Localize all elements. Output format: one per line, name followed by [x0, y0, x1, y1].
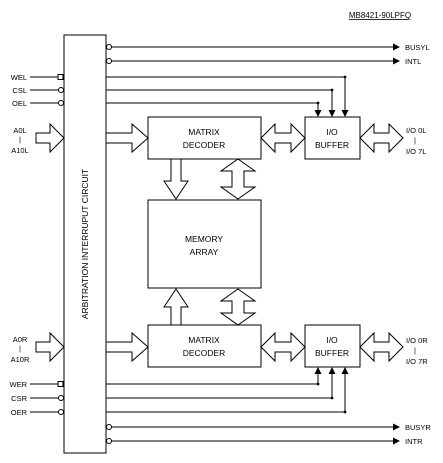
memory-array-line1: MEMORY [185, 234, 223, 244]
io-buffer-bottom-line2: BUFFER [315, 348, 349, 358]
address-right-bus-arrow [35, 331, 65, 363]
busyl-arrowhead [393, 43, 400, 51]
io-buffer-bottom-line1: I/O [326, 335, 338, 345]
intl-label: INTL [405, 57, 421, 66]
csl-junction-dot [330, 88, 334, 92]
bottom-decoder-to-memory-arrow [163, 288, 189, 326]
wel-junction-dot [343, 75, 347, 79]
top-decoder-to-memory-arrow [163, 158, 189, 200]
busyr-output-bubble [106, 424, 112, 430]
memory-array-line2: ARRAY [190, 247, 219, 257]
addr-a0r-label: A0R [13, 335, 28, 344]
matrix-decoder-bottom-line1: MATRIX [188, 335, 220, 345]
io-0r-label: I/O 0R [406, 336, 428, 345]
csr-junction-dot [330, 396, 334, 400]
csr-inverter-bubble [58, 395, 64, 401]
csl-control-arrowhead [328, 110, 336, 117]
diagram-title: MB8421-90LPFQ [349, 11, 411, 20]
matrix-decoder-bottom-block [147, 324, 262, 368]
top-decoder-io-bidirectional-arrow [260, 122, 306, 154]
oer-label: OER [11, 408, 28, 417]
intr-arrowhead [393, 437, 400, 445]
address-left-bus-arrow [35, 122, 65, 154]
csl-inverter-bubble [58, 87, 64, 93]
csr-label: CSR [11, 394, 27, 403]
matrix-decoder-top-block [147, 116, 262, 160]
wer-junction-dot [316, 382, 320, 386]
busyl-label: BUSYL [405, 43, 430, 52]
matrix-decoder-top-line1: MATRIX [188, 127, 220, 137]
io-0l-label: I/O 0L [406, 126, 426, 135]
matrix-decoder-bottom-line2: DECODER [183, 348, 226, 358]
top-io-external-bidirectional-arrow [359, 122, 404, 154]
oer-inverter-bubble [58, 409, 64, 415]
bottom-decoder-io-bidirectional-arrow [260, 331, 306, 363]
bottom-address-to-decoder-arrow [105, 331, 149, 363]
memory-array-block [147, 199, 262, 289]
matrix-decoder-top-line2: DECODER [183, 140, 226, 150]
io-buffer-top-block [304, 116, 361, 160]
intr-output-bubble [106, 438, 112, 444]
top-address-to-decoder-arrow [105, 122, 149, 154]
io-left-separator: | [414, 136, 416, 145]
addr-a10r-label: A10R [11, 355, 30, 364]
intl-arrowhead [393, 57, 400, 65]
addr-right-separator: | [19, 344, 21, 353]
wer-label: WER [10, 380, 28, 389]
wel-inverter-bubble [57, 74, 64, 80]
arbitration-interrupt-label: ARBITRATION INTERRUPUT CIRCUIT [80, 169, 90, 319]
addr-a10l-label: A10L [11, 146, 29, 155]
arbitration-interrupt-block [63, 34, 107, 454]
oer-junction-dot [343, 410, 347, 414]
busyr-label: BUSYR [405, 423, 431, 432]
wer-control-arrowhead [314, 367, 322, 374]
bottom-io-external-bidirectional-arrow [359, 331, 404, 363]
oer-control-arrowhead [341, 367, 349, 374]
io-buffer-top-line2: BUFFER [315, 140, 349, 150]
busyr-arrowhead [393, 423, 400, 431]
io-right-separator: | [414, 346, 416, 355]
intr-label: INTR [405, 437, 423, 446]
intl-output-bubble [106, 58, 112, 64]
oel-junction-dot [316, 101, 320, 105]
io-7r-label: I/O 7R [406, 357, 428, 366]
busyl-output-bubble [106, 44, 112, 50]
io-buffer-top-line1: I/O [326, 127, 338, 137]
bottom-memory-data-bidirectional-arrow [219, 288, 257, 326]
io-buffer-bottom-block [304, 324, 361, 368]
csl-label: CSL [12, 86, 27, 95]
csr-control-arrowhead [328, 367, 336, 374]
io-7l-label: I/O 7L [406, 147, 426, 156]
addr-left-separator: | [19, 135, 21, 144]
wel-label: WEL [11, 73, 27, 82]
wer-inverter-bubble [57, 381, 64, 387]
wel-control-arrowhead [341, 110, 349, 117]
top-memory-data-bidirectional-arrow [219, 158, 257, 200]
oel-label: OEL [12, 99, 27, 108]
addr-a0l-label: A0L [13, 126, 26, 135]
oel-control-arrowhead [314, 110, 322, 117]
oel-inverter-bubble [58, 100, 64, 106]
